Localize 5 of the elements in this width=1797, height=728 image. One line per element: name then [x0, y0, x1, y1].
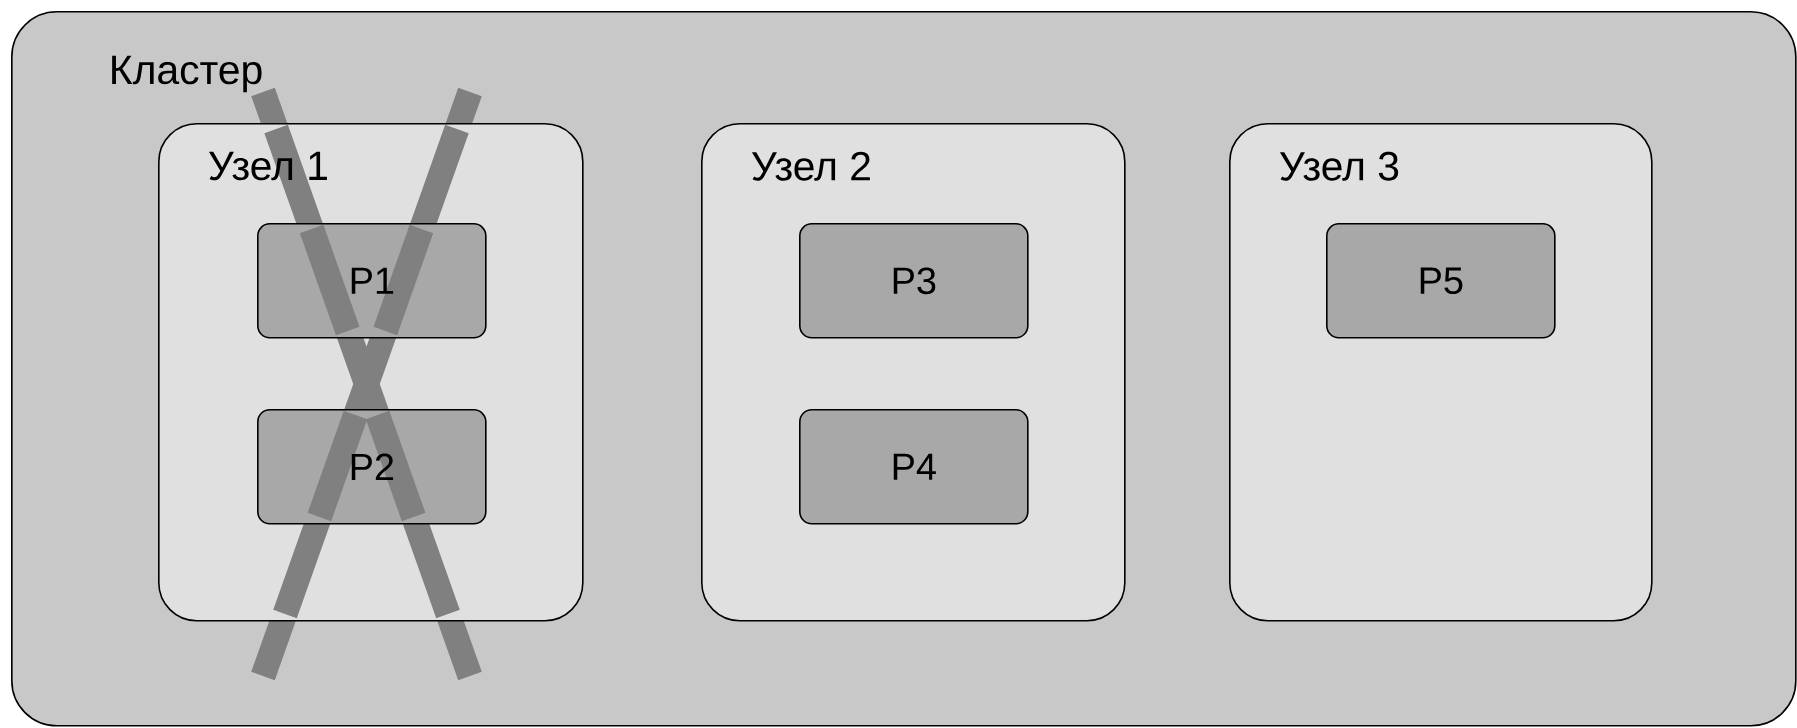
- pod-box: P5: [1326, 223, 1556, 339]
- pod-box: P1: [257, 223, 487, 339]
- pod-box: P3: [799, 223, 1029, 339]
- pod-box: P4: [799, 409, 1029, 525]
- pod-box: P2: [257, 409, 487, 525]
